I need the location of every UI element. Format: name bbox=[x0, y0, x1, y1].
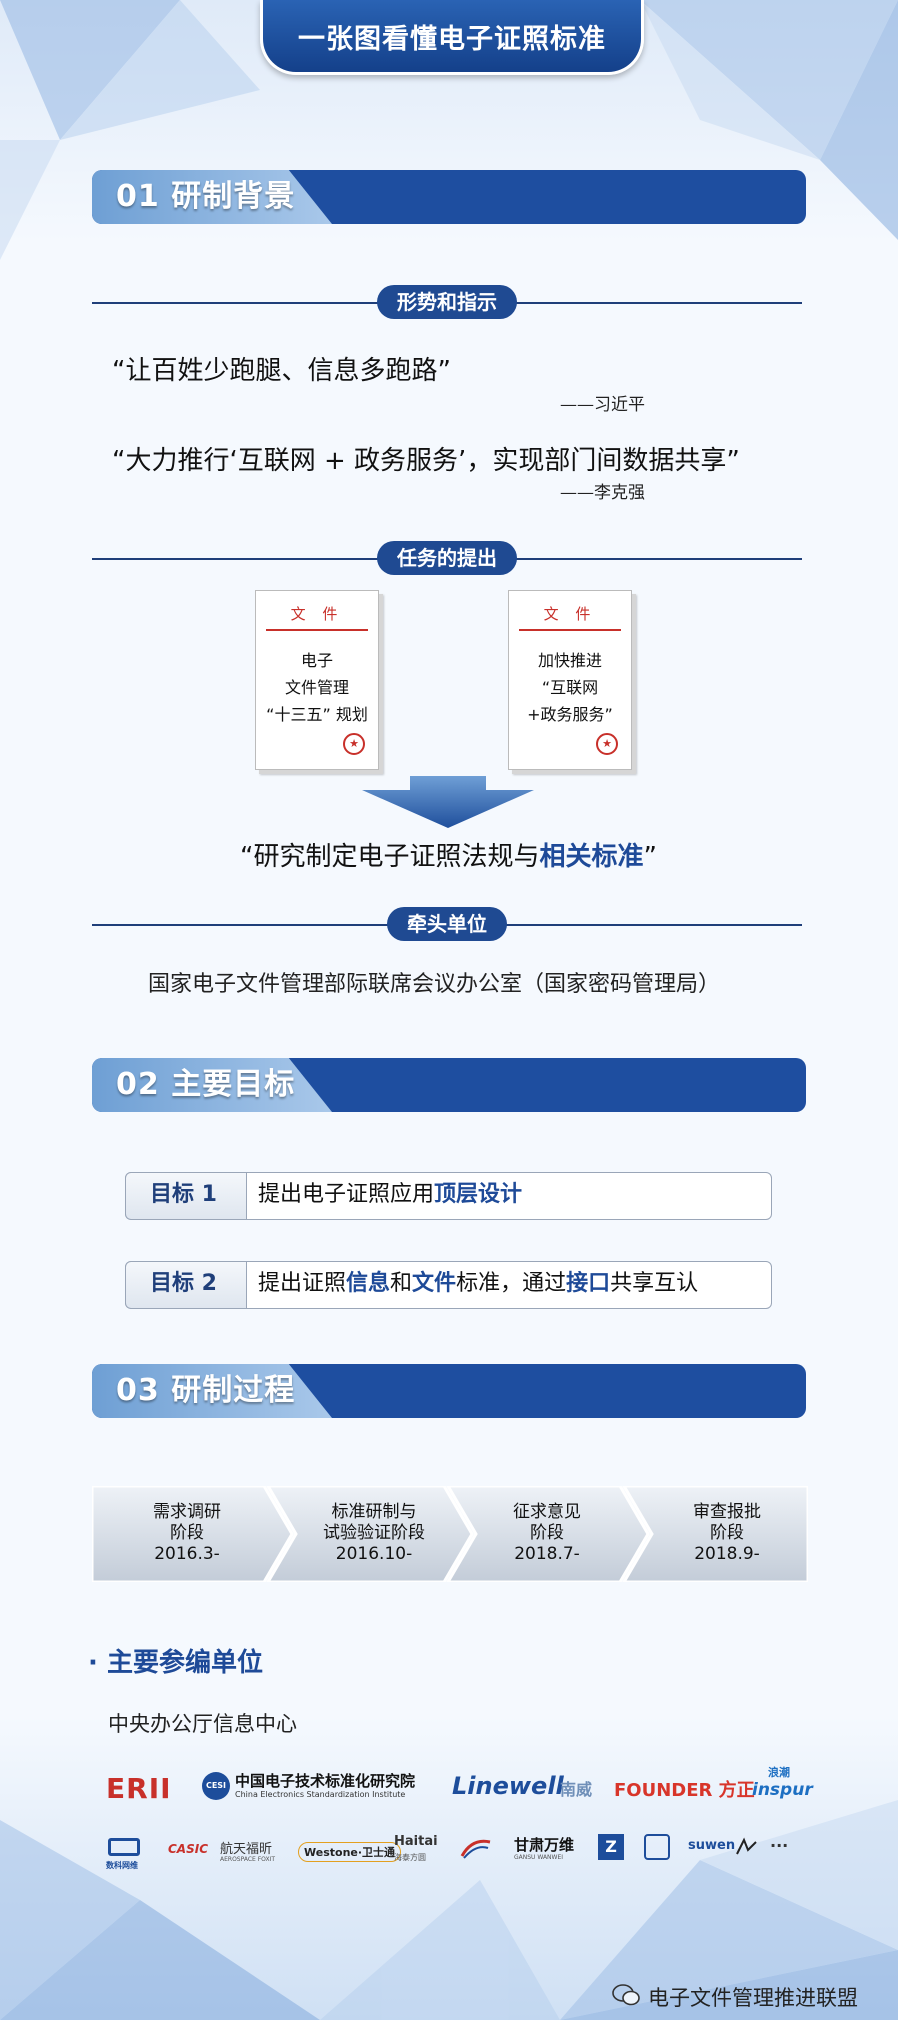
hangtian-logo-en: AEROSPACE FOXIT bbox=[220, 1856, 276, 1863]
process-step: 需求调研 阶段 2016.3- bbox=[153, 1502, 221, 1564]
document-line: “互联网 bbox=[541, 678, 599, 697]
linewell-logo-cn: 南威 bbox=[560, 1780, 593, 1799]
highlight-text: 相关标准 bbox=[539, 842, 644, 872]
shuke-logo-icon bbox=[108, 1838, 140, 1856]
haitai-logo: Haitai bbox=[394, 1834, 438, 1849]
goal-label: 目标 2 bbox=[150, 1271, 217, 1296]
gansu-logo: 甘肃万维 bbox=[514, 1836, 575, 1854]
standards-callout: “研究制定电子证照法规与相关标准” bbox=[240, 842, 657, 872]
document-line: 电子 bbox=[300, 651, 333, 670]
goal-label: 目标 1 bbox=[150, 1182, 217, 1207]
document-header: 文 件 bbox=[543, 605, 597, 623]
section-title: 主要目标 bbox=[171, 1067, 296, 1102]
document-line: “十三五” 规划 bbox=[266, 705, 368, 724]
quote-li-attribution: ——李克强 bbox=[560, 483, 645, 503]
section-number: 01 bbox=[116, 179, 160, 214]
lead-organization: 国家电子文件管理部际联席会议办公室（国家密码管理局） bbox=[148, 972, 721, 997]
process-step: 征求意见 阶段 2018.7- bbox=[513, 1502, 581, 1564]
page-title: 一张图看懂电子证照标准 bbox=[260, 0, 644, 75]
subheading-task: 任务的提出 bbox=[377, 541, 517, 575]
hangtian-logo: 航天福昕 bbox=[220, 1842, 273, 1857]
goal-text: 提出电子证照应用顶层设计 bbox=[258, 1182, 523, 1207]
process-step: 审查报批 阶段 2018.9- bbox=[693, 1502, 761, 1564]
goal-text: 提出证照信息和文件标准，通过接口共享互认 bbox=[258, 1271, 699, 1296]
company-logo-icon bbox=[734, 1836, 760, 1858]
goal-2: 目标 2 提出证照信息和文件标准，通过接口共享互认 bbox=[125, 1261, 772, 1309]
cesi-logo-icon: CESI bbox=[202, 1772, 230, 1800]
cesi-logo: 中国电子技术标准化研究院 bbox=[235, 1772, 416, 1790]
section-header-background: 02 主要目标 bbox=[92, 1058, 806, 1112]
inspur-logo-cn: 浪潮 bbox=[768, 1766, 790, 1779]
subheading-situation: 形势和指示 bbox=[377, 285, 517, 319]
section-title: 研制背景 bbox=[171, 179, 296, 214]
company-logo-icon bbox=[644, 1834, 670, 1860]
linewell-logo: Linewell bbox=[452, 1772, 564, 1800]
section-number: 03 bbox=[116, 1373, 160, 1408]
casic-logo: CASIC bbox=[168, 1842, 209, 1856]
document-planning: 文 件 电子 文件管理 “十三五” 规划 ★ bbox=[255, 590, 379, 770]
gansu-logo-en: GANSU WANWEI bbox=[514, 1854, 564, 1861]
founder-logo: FOUNDER 方正 bbox=[614, 1780, 755, 1801]
section-header-background: 01 研制背景 bbox=[92, 170, 806, 224]
down-arrow-icon bbox=[362, 776, 534, 828]
document-internet-plus: 文 件 加快推进 “互联网 +政务服务” ★ bbox=[508, 590, 632, 770]
quote-xi-attribution: ——习近平 bbox=[560, 395, 645, 415]
document-line: 文件管理 bbox=[284, 678, 349, 697]
document-line: +政务服务” bbox=[527, 705, 613, 724]
section-title: 研制过程 bbox=[171, 1373, 296, 1408]
company-logo-icon bbox=[458, 1836, 494, 1860]
seal-icon: ★ bbox=[343, 733, 365, 755]
section-header-background: 03 研制过程 bbox=[92, 1364, 806, 1418]
z-logo-icon: Z bbox=[598, 1834, 624, 1860]
seal-icon: ★ bbox=[596, 733, 618, 755]
cesi-logo-en: China Electronics Standardization Instit… bbox=[235, 1790, 406, 1799]
more-logos: ··· bbox=[770, 1836, 789, 1855]
suwen-logo: suwen bbox=[688, 1838, 736, 1853]
haitai-logo-cn: 海泰方圆 bbox=[394, 1853, 426, 1862]
goal-1: 目标 1 提出电子证照应用顶层设计 bbox=[125, 1172, 772, 1220]
subheading-lead: 牵头单位 bbox=[387, 907, 507, 941]
inspur-logo: inspur bbox=[752, 1780, 813, 1800]
document-line: 加快推进 bbox=[537, 651, 602, 670]
quote-li: “大力推行‘互联网 + 政务服务’，实现部门间数据共享” bbox=[112, 446, 740, 476]
document-header: 文 件 bbox=[290, 605, 344, 623]
process-step: 标准研制与 试验验证阶段 2016.10- bbox=[323, 1502, 425, 1564]
participant-first: 中央办公厅信息中心 bbox=[108, 1712, 297, 1736]
westone-logo: Westone·卫士通 bbox=[298, 1842, 402, 1862]
shuke-logo: 数科网维 bbox=[106, 1861, 138, 1870]
process-chevrons bbox=[92, 1486, 808, 1582]
section-number: 02 bbox=[116, 1067, 160, 1102]
participants-heading: · 主要参编单位 bbox=[88, 1648, 263, 1678]
process-timeline: 需求调研 阶段 2016.3- 标准研制与 试验验证阶段 2016.10- 征求… bbox=[92, 1486, 808, 1582]
erii-logo: ERII bbox=[106, 1772, 172, 1805]
quote-xi: “让百姓少跑腿、信息多跑路” bbox=[112, 356, 451, 386]
wechat-account-name[interactable]: 电子文件管理推进联盟 bbox=[648, 1986, 858, 2010]
wechat-icon bbox=[612, 1984, 640, 2006]
